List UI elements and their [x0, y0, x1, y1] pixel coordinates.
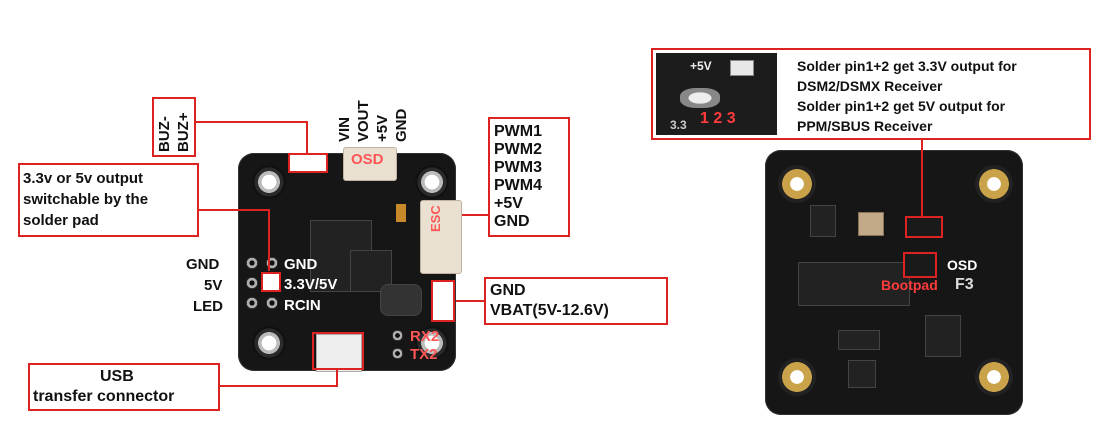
silk-rcin: RCIN — [284, 297, 321, 314]
leader-line — [336, 368, 338, 386]
buz-plus-label: BUZ+ — [175, 112, 192, 152]
esc-pin-label: PWM3 — [494, 159, 542, 177]
solder-note-line1: Solder pin1+2 get 3.3V output for — [797, 57, 1017, 75]
vbat-pad-box — [431, 280, 455, 322]
f3-silk-label: F3 — [955, 276, 974, 294]
pin-vin-label: VIN — [336, 117, 353, 142]
rc-pad — [246, 257, 258, 269]
buz-minus-label: BUZ- — [156, 116, 173, 152]
inset-pad — [680, 88, 720, 108]
capacitor — [396, 204, 406, 222]
voltage-pad-box — [261, 272, 281, 292]
leader-line — [462, 214, 488, 216]
mount-hole — [975, 358, 1013, 396]
rc-gnd-label: GND — [186, 256, 219, 274]
bootpad-box — [903, 252, 937, 278]
mount-hole — [975, 165, 1013, 203]
usb-label-line2: transfer connector — [33, 388, 174, 406]
esc-pin-label: PWM1 — [494, 123, 542, 141]
inductor — [380, 284, 422, 316]
mount-hole — [252, 326, 286, 360]
rc-led-label: LED — [193, 298, 223, 316]
esc-pin-label: PWM4 — [494, 177, 542, 195]
inset-5v-label: +5V — [690, 59, 712, 73]
mount-hole — [415, 165, 449, 199]
leader-line — [456, 300, 484, 302]
vbat-range-label: VBAT(5V-12.6V) — [490, 302, 609, 320]
usb-connector-box — [312, 332, 364, 370]
rc-pad — [246, 277, 258, 289]
solder-note-line2: DSM2/DSMX Receiver — [797, 77, 943, 95]
esc-pin-label: GND — [494, 213, 530, 231]
solder-note-line4: PPM/SBUS Receiver — [797, 117, 932, 135]
connector — [838, 330, 880, 350]
leader-line — [306, 121, 308, 155]
voltage-note-line2: switchable by the — [23, 191, 148, 209]
regulator-chip — [810, 205, 836, 237]
leader-line — [198, 209, 270, 211]
silk-gnd: GND — [284, 256, 317, 273]
voltage-note-line3: solder pad — [23, 212, 99, 230]
silk-3v3-5v: 3.3V/5V — [284, 276, 337, 293]
silk-rx2: RX2 — [410, 328, 439, 345]
usb-label-line1: USB — [100, 368, 134, 386]
esc-pin-label: PWM2 — [494, 141, 542, 159]
rc-pad — [266, 297, 278, 309]
rc-pad — [246, 297, 258, 309]
leader-line — [196, 121, 308, 123]
mount-hole — [778, 358, 816, 396]
buzzer-pad-box — [288, 153, 328, 173]
vbat-gnd-label: GND — [490, 282, 526, 300]
osd-silk-label: OSD — [947, 257, 977, 273]
mount-hole — [778, 165, 816, 203]
uart-pad — [392, 348, 403, 359]
inset-pin-numbers: 1 2 3 — [700, 110, 736, 128]
osd-silk-label: OSD — [351, 151, 384, 168]
leader-line — [220, 385, 338, 387]
regulator-chip — [925, 315, 961, 357]
leader-line — [268, 209, 270, 271]
leader-line — [921, 139, 923, 217]
rc-5v-label: 5V — [204, 277, 222, 295]
solder-note-line3: Solder pin1+2 get 5V output for — [797, 97, 1005, 115]
esc-pin-label: +5V — [494, 195, 523, 213]
pin-vout-label: VOUT — [355, 100, 372, 142]
transistor — [848, 360, 876, 388]
sensor-chip — [858, 212, 884, 236]
solder-jumper-box — [905, 216, 943, 238]
bootpad-label: Bootpad — [881, 277, 938, 293]
voltage-note-line1: 3.3v or 5v output — [23, 170, 143, 188]
pin-5v-label: +5V — [374, 115, 391, 142]
pin-gnd-label: GND — [393, 109, 410, 142]
esc-silk-label: ESC — [428, 205, 443, 232]
mount-hole — [252, 165, 286, 199]
uart-pad — [392, 330, 403, 341]
inset-3v3-label: 3.3 — [670, 118, 687, 132]
inset-pad — [730, 60, 754, 76]
silk-tx2: TX2 — [410, 346, 438, 363]
